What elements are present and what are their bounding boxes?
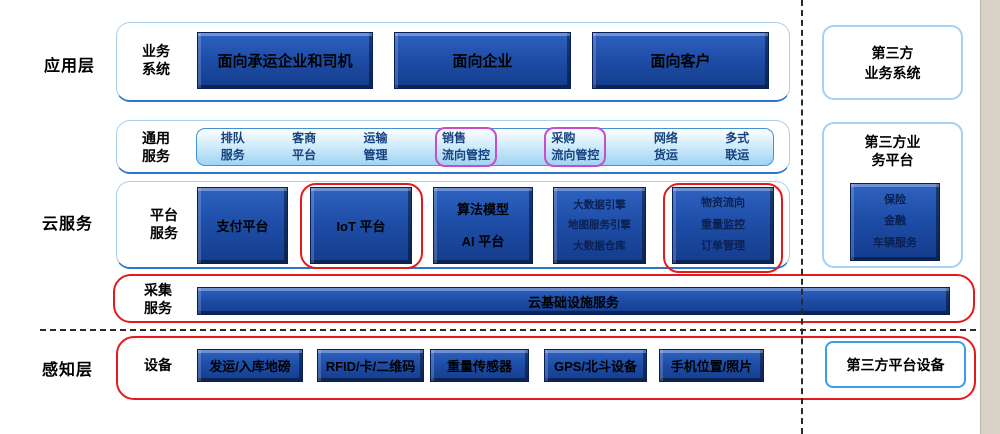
third-party-divider-dashed-line xyxy=(801,0,803,434)
box-ai-platform: 算法模型 AI 平台 xyxy=(433,187,533,264)
cloud-layer-label: 云服务 xyxy=(42,216,94,233)
iot-red-highlight xyxy=(300,183,423,269)
box-weight-sensor: 重量传感器 xyxy=(430,349,529,382)
third-party-business-platform-box xyxy=(822,122,963,268)
common-services-label: 通用 服务 xyxy=(142,130,170,165)
business-systems-label: 业务 系统 xyxy=(142,43,170,78)
service-multimodal: 多式 联运 xyxy=(725,131,750,162)
device-red-band xyxy=(116,336,976,400)
box-enterprise: 面向企业 xyxy=(394,32,571,89)
material-flow-red-highlight xyxy=(663,183,783,273)
app-layer-label: 应用层 xyxy=(44,58,96,75)
service-queue: 排队 服务 xyxy=(220,131,245,162)
device-label: 设备 xyxy=(144,357,172,373)
layer-separator-dashed-line xyxy=(40,329,976,331)
box-gps-beidou: GPS/北斗设备 xyxy=(544,349,647,382)
perception-layer-label: 感知层 xyxy=(42,362,94,379)
box-carrier-driver: 面向承运企业和司机 xyxy=(197,32,373,89)
common-services-panel xyxy=(116,120,790,174)
platform-services-label: 平台 服务 xyxy=(150,207,178,242)
page-edge-strip xyxy=(980,0,1000,434)
collection-red-band xyxy=(113,274,975,323)
service-sales-flow: 销售 流向管控 xyxy=(441,131,490,162)
sales-flow-highlight: 销售 流向管控 xyxy=(434,127,497,167)
cloud-infra-bar: 云基础设施服务 xyxy=(197,287,950,315)
box-iot-platform: IoT 平台 xyxy=(310,187,412,264)
third-party-platform-device-box: 第三方平台设备 xyxy=(825,341,966,388)
third-party-business-platform-title: 第三方业 务平台 xyxy=(864,134,921,169)
service-purchase-flow: 采购 流向管控 xyxy=(551,131,600,162)
third-party-business-system-box: 第三方 业务系统 xyxy=(822,25,963,100)
box-insurance-finance-vehicle: 保险 金融 车辆服务 xyxy=(850,183,940,261)
collection-services-label: 采集 服务 xyxy=(144,282,172,317)
box-customer: 面向客户 xyxy=(592,32,769,89)
common-services-bar: 排队 服务 客商 平台 运输 管理 销售 流向管控 采购 流向管控 网络 货运 … xyxy=(196,127,774,167)
box-rfid-card-qr: RFID/卡/二维码 xyxy=(317,349,424,382)
box-bigdata-engines: 大数据引擎 地图服务引擎 大数据仓库 xyxy=(553,187,646,264)
platform-services-panel xyxy=(116,181,790,269)
purchase-flow-highlight: 采购 流向管控 xyxy=(544,127,607,167)
business-systems-panel xyxy=(116,22,790,102)
box-weighbridge: 发运/入库地磅 xyxy=(197,349,303,382)
service-merchant-platform: 客商 平台 xyxy=(292,131,317,162)
box-phone-location-photo: 手机位置/照片 xyxy=(659,349,764,382)
box-material-flow-monitor: 物资流向 重量监控 订单管理 xyxy=(672,187,774,264)
service-network-freight: 网络 货运 xyxy=(653,131,678,162)
service-transport-mgmt: 运输 管理 xyxy=(363,131,388,162)
box-payment-platform: 支付平台 xyxy=(197,187,288,264)
